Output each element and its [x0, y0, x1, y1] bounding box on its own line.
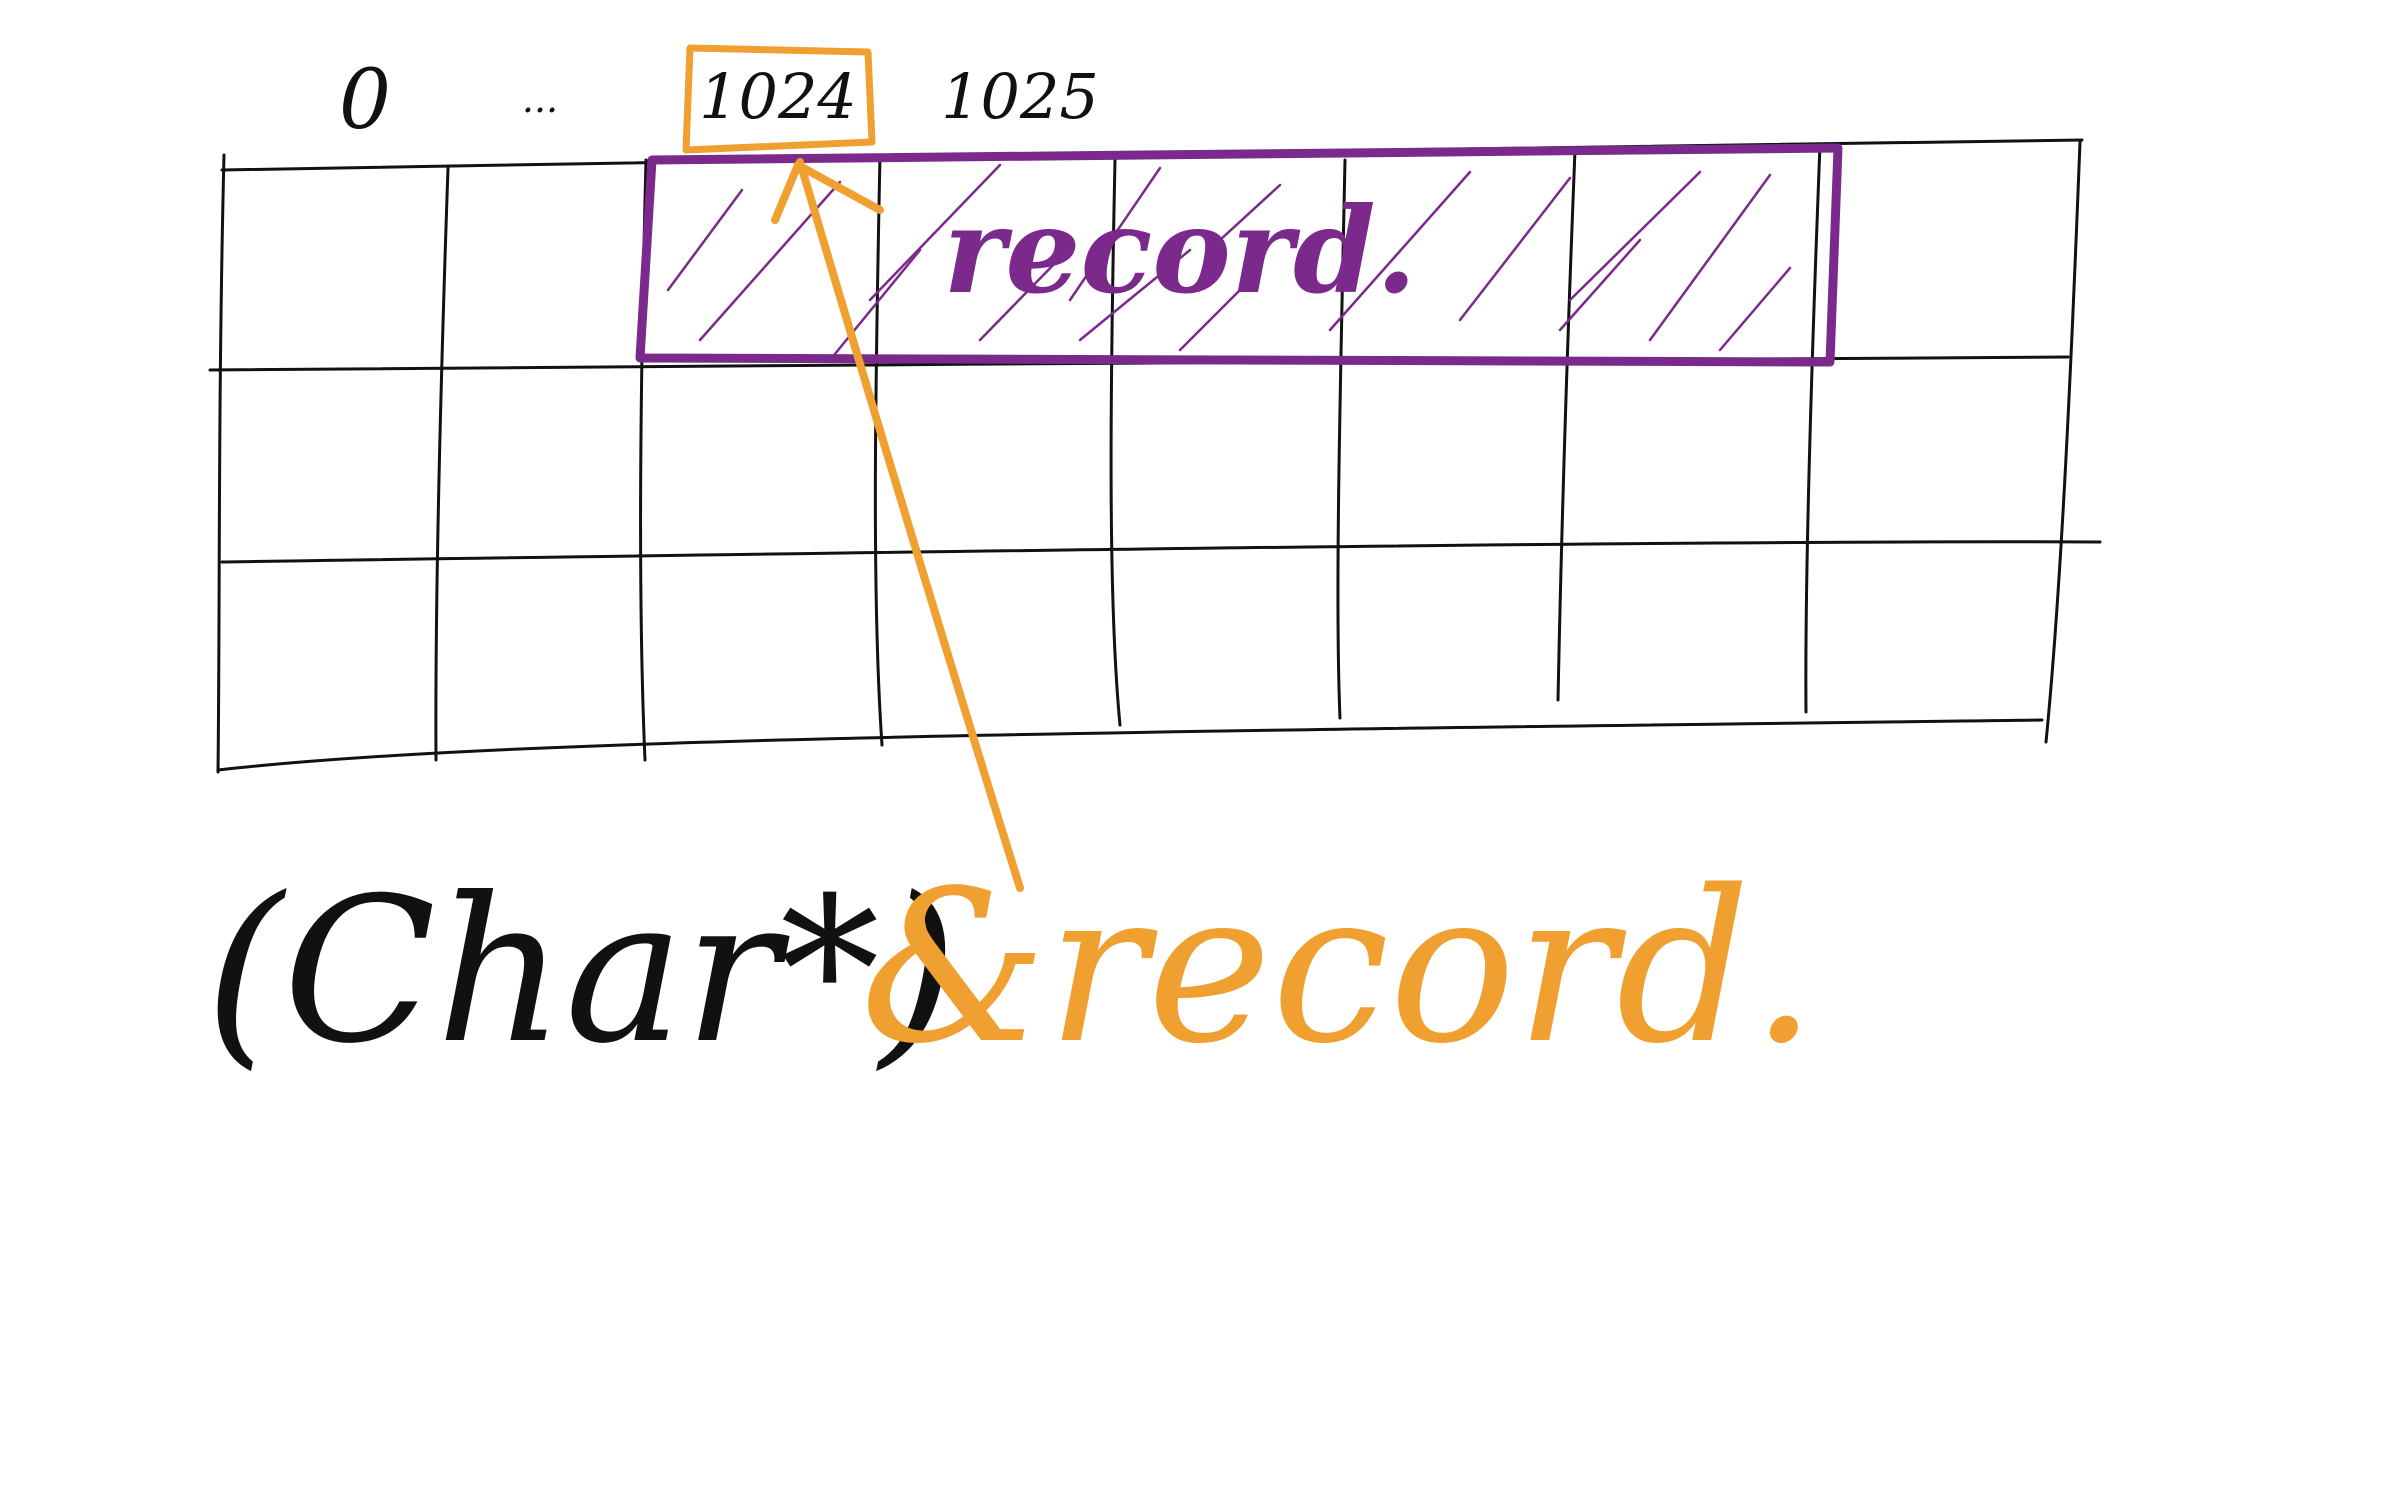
grid-col-8: [2044, 140, 2082, 744]
grid-col-0: [216, 153, 226, 774]
grid-line-row-2: [220, 540, 2102, 564]
record-block: record.: [635, 143, 1843, 367]
index-labels: 0 ... 1024 1025: [339, 53, 1099, 148]
pointer-arrow: [771, 158, 1024, 892]
grid-line-bottom: [216, 718, 2044, 772]
pointer-arrow-head: [771, 161, 884, 224]
record-hatching: [666, 163, 1792, 362]
index-label-1025: 1025: [941, 60, 1099, 133]
index-label-1024: 1024: [699, 60, 857, 133]
grid-col-1: [434, 166, 450, 762]
grid-col-7: [1804, 143, 1822, 714]
record-label: record.: [943, 181, 1417, 320]
highlight-box-1024: [682, 44, 876, 154]
grid-col-4: [1109, 158, 1122, 727]
grid-col-5: [1336, 158, 1347, 720]
pointer-arrow-shaft: [796, 158, 1024, 892]
memory-grid: [208, 138, 2102, 774]
grid-col-6: [1556, 148, 1577, 702]
expression: (Char*) &record.: [205, 845, 1817, 1090]
record-outline: [635, 143, 1843, 367]
index-label-ellipsis: ...: [522, 77, 558, 121]
expression-operand: &record.: [860, 845, 1817, 1090]
expression-cast: (Char*): [205, 855, 958, 1088]
grid-col-3: [873, 153, 884, 747]
index-label-0: 0: [339, 53, 391, 148]
